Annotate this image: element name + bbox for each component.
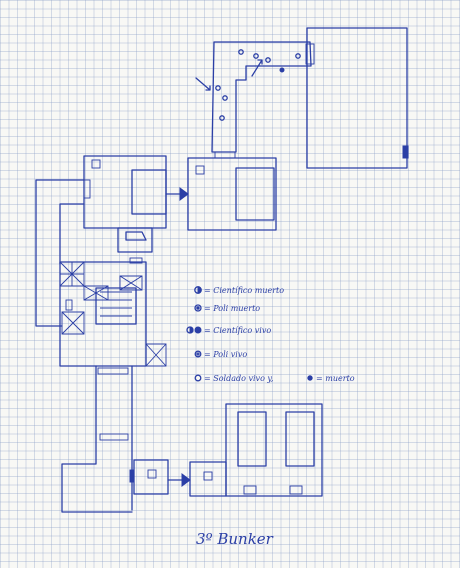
legend-item-poli-vivo: = Poli vivo: [194, 350, 247, 359]
legend-label: = Científico muerto: [204, 286, 284, 295]
legend-item-poli-muerto: = Poli muerto: [194, 304, 260, 313]
stairs-room: [117, 227, 153, 264]
legend-label: = Poli vivo: [204, 350, 247, 359]
legend-item-soldado: = Soldado vivo y, = muerto: [194, 374, 355, 383]
legend-label-extra: = muerto: [316, 374, 355, 383]
left-corridor: [35, 179, 85, 327]
middle-right-room: [187, 157, 277, 231]
middle-left-room: [83, 155, 167, 229]
legend-item-cientifico-vivo: = Científico vivo: [186, 326, 271, 335]
hatched-hall: [59, 261, 167, 367]
arrow-middle: [165, 187, 189, 201]
legend-item-cientifico-muerto: = Científico muerto: [194, 286, 284, 295]
map-title: 3º Bunker: [196, 530, 274, 548]
top-corridor-room: [195, 41, 315, 159]
bottom-corridor: [61, 365, 133, 513]
bottom-small-room: [129, 459, 169, 495]
bottom-right-room: [189, 403, 323, 497]
arrow-bottom: [167, 473, 191, 487]
large-top-right-room: [306, 27, 409, 169]
legend-label: = Científico vivo: [204, 326, 271, 335]
legend-label: = Poli muerto: [204, 304, 260, 313]
legend: = Científico muerto = Poli muerto = Cien…: [186, 286, 355, 383]
legend-label: = Soldado vivo y,: [204, 374, 273, 383]
